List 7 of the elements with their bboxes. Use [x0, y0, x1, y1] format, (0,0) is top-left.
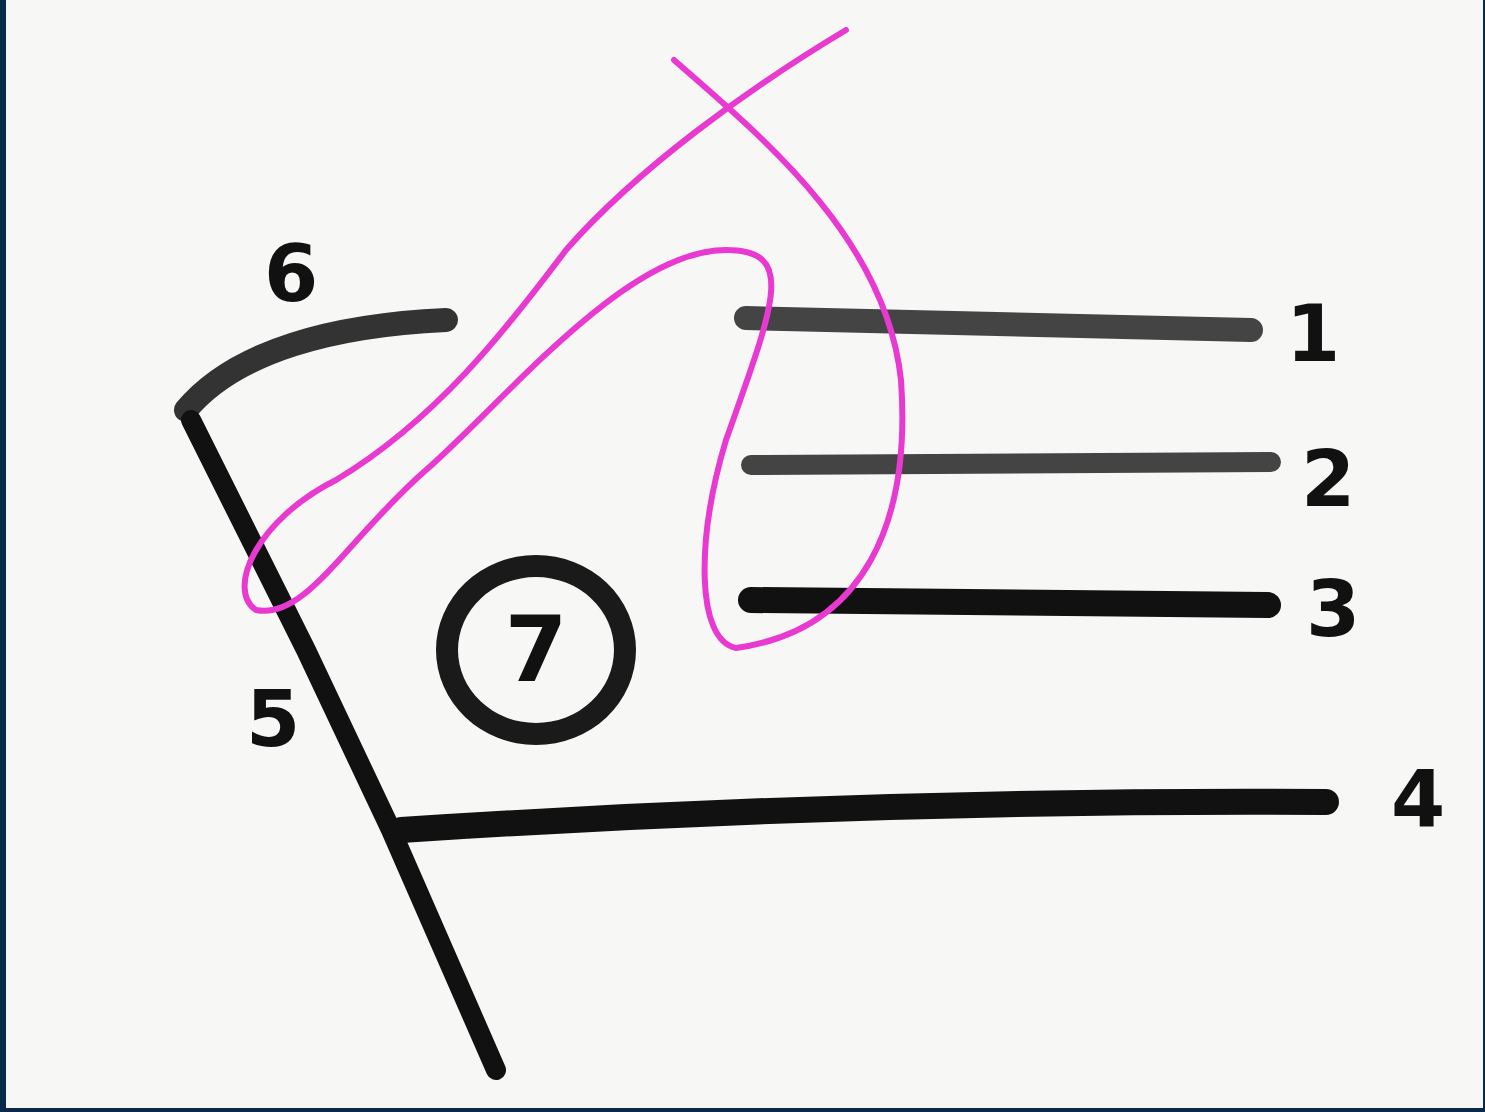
callout-number: 3 — [1306, 570, 1361, 648]
callout-number: 4 — [1391, 760, 1446, 838]
callout-number: 2 — [1301, 440, 1356, 518]
callout-number: 5 — [246, 680, 301, 758]
callout-number: 1 — [1286, 295, 1341, 373]
callout-number: 6 — [264, 235, 319, 313]
circled-number: 7 — [436, 555, 636, 745]
